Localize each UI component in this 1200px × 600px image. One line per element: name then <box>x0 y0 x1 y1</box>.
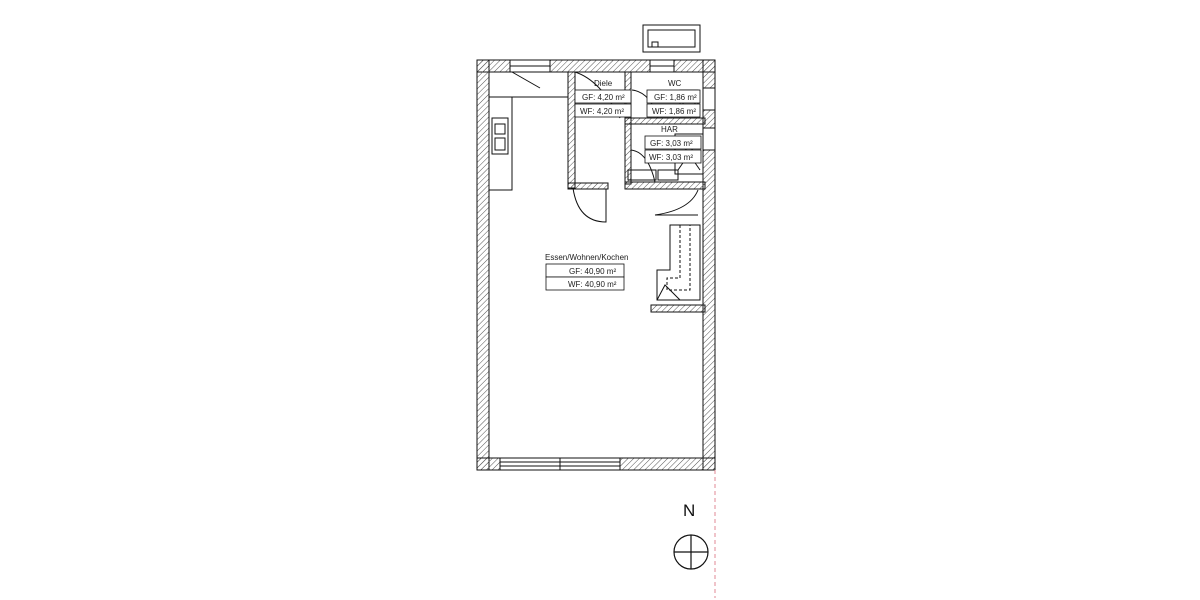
room-hall-gf: GF: 4,20 m² <box>582 93 625 102</box>
kitchen-counter <box>488 96 568 191</box>
room-living: Essen/Wohnen/Kochen GF: 40,90 m² WF: 40,… <box>545 253 628 291</box>
interior-walls <box>567 71 706 313</box>
room-wc: WC GF: 1,86 m² WF: 1,86 m² <box>646 79 701 118</box>
north-label: N <box>683 501 695 520</box>
north-compass: N <box>673 501 709 570</box>
sanitary-fixtures <box>627 89 704 181</box>
room-living-gf: GF: 40,90 m² <box>569 267 616 276</box>
room-har-name: HAR <box>661 125 678 134</box>
balcony-element <box>642 24 701 53</box>
room-har: HAR GF: 3,03 m² WF: 3,03 m² <box>644 125 702 164</box>
room-living-name: Essen/Wohnen/Kochen <box>545 253 628 262</box>
room-har-gf: GF: 3,03 m² <box>650 139 693 148</box>
room-hall-name: Diele <box>594 79 613 88</box>
room-living-wf: WF: 40,90 m² <box>568 280 617 289</box>
room-hall: Diele GF: 4,20 m² WF: 4,20 m² <box>574 79 632 118</box>
room-wc-wf: WF: 1,86 m² <box>652 107 696 116</box>
room-har-wf: WF: 3,03 m² <box>649 153 693 162</box>
room-hall-wf: WF: 4,20 m² <box>580 107 624 116</box>
staircase <box>656 224 701 301</box>
room-wc-name: WC <box>668 79 682 88</box>
openings <box>499 59 716 471</box>
room-wc-gf: GF: 1,86 m² <box>654 93 697 102</box>
